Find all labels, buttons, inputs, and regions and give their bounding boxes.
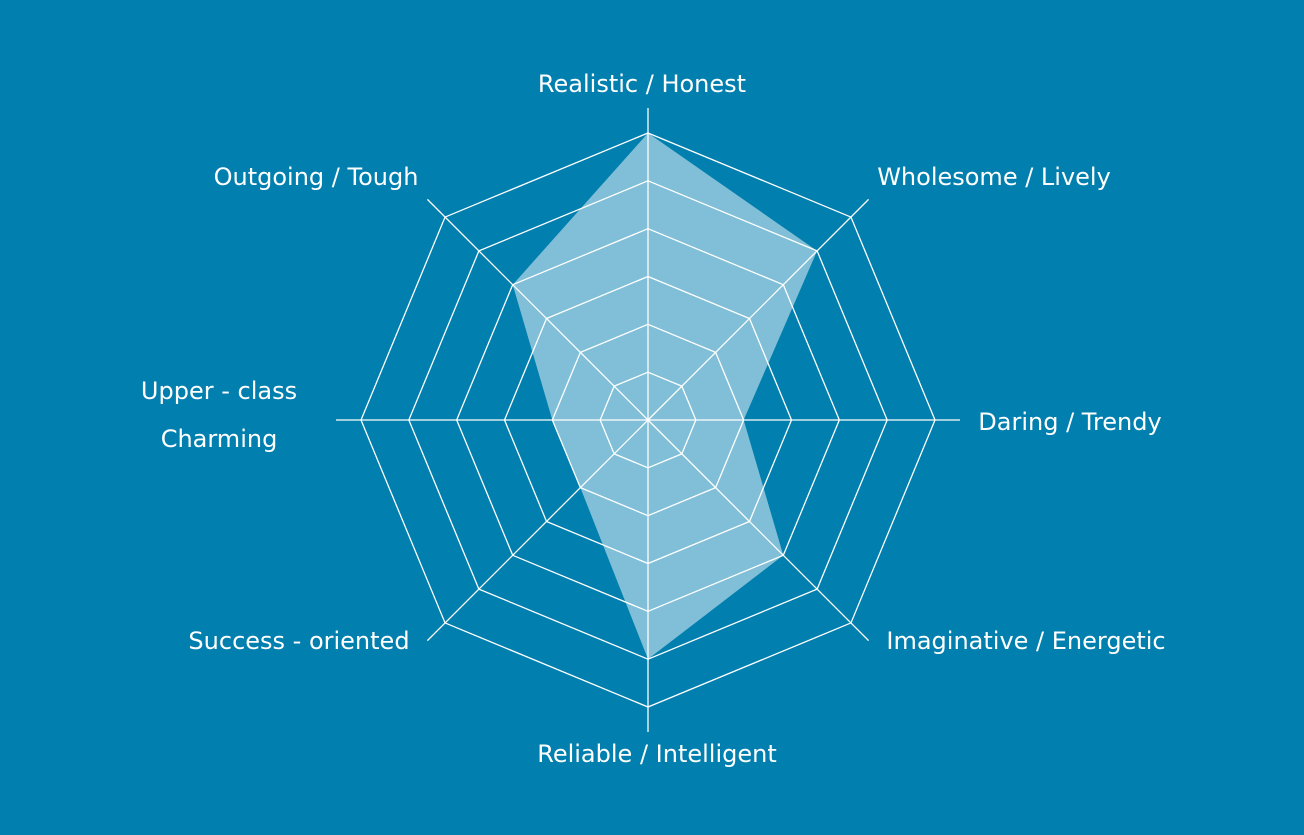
radar-axes — [336, 108, 960, 732]
axis-line — [426, 419, 649, 642]
axis-label: Imaginative / Energetic — [886, 627, 1165, 655]
axis-label: Charming — [161, 425, 278, 453]
axis-label: Reliable / Intelligent — [537, 740, 777, 768]
axis-line — [647, 419, 870, 642]
axis-label: Wholesome / Lively — [877, 163, 1111, 191]
data-area — [512, 133, 818, 660]
axis-line — [426, 198, 649, 421]
axis-label: Daring / Trendy — [978, 408, 1161, 436]
axis-label: Upper - class — [141, 377, 297, 405]
axis-label: Realistic / Honest — [538, 70, 746, 98]
axis-line — [647, 198, 870, 421]
axis-label: Success - oriented — [188, 627, 409, 655]
axis-label: Outgoing / Tough — [214, 163, 419, 191]
